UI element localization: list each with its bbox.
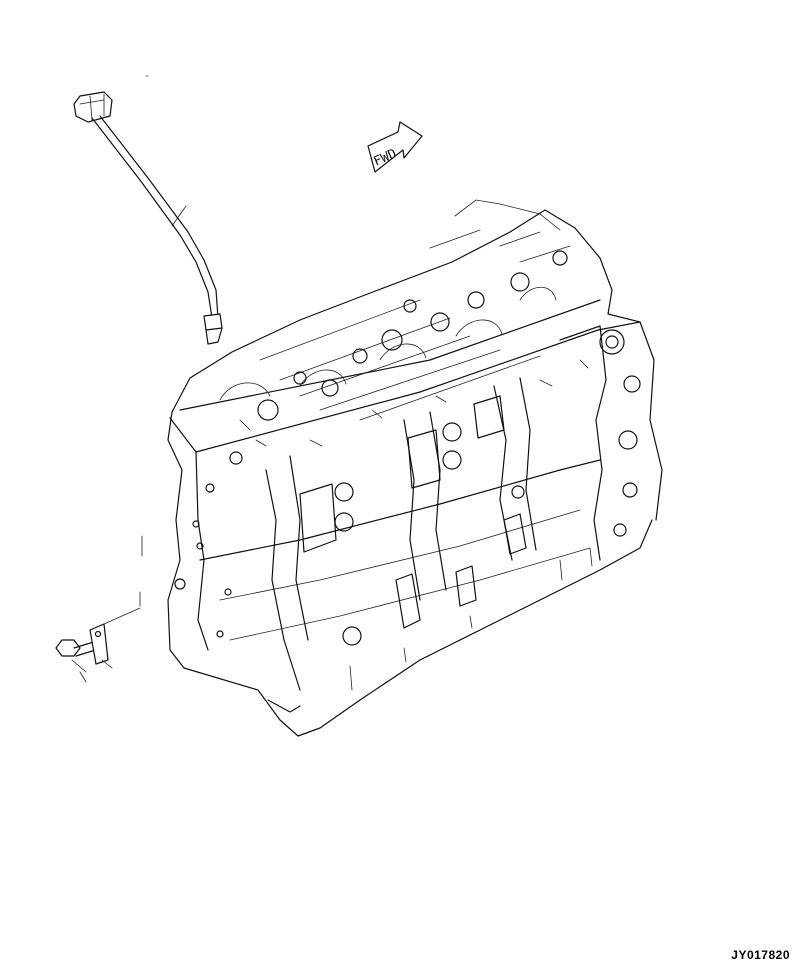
forward-direction-arrow: FWD xyxy=(367,121,423,173)
engine-block xyxy=(139,199,663,737)
tube-clip xyxy=(89,607,141,669)
oil-level-gauge-tube xyxy=(73,75,223,345)
drawing-number: JY017820 xyxy=(731,948,790,962)
